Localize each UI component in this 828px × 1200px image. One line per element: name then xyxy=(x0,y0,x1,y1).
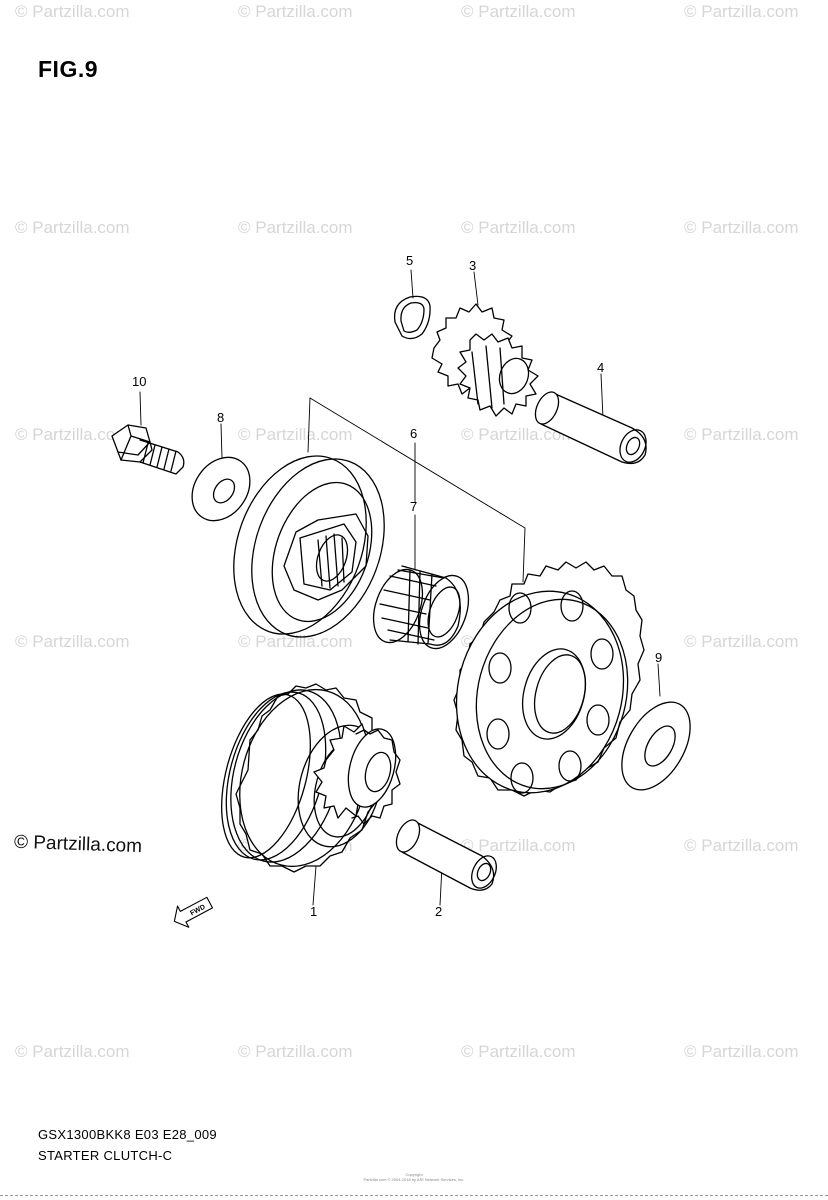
gear-holes xyxy=(486,590,614,794)
watermark: © Partzilla.com xyxy=(684,2,799,21)
callout-7: 7 xyxy=(410,499,418,514)
watermark: © Partzilla.com xyxy=(238,1042,353,1061)
watermark: © Partzilla.com xyxy=(684,218,799,237)
bolt-10 xyxy=(111,424,185,475)
watermark: © Partzilla.com xyxy=(15,218,130,237)
assembly-bracket xyxy=(307,397,526,583)
washer-8 xyxy=(191,456,251,522)
starter-clutch-housing xyxy=(233,455,385,638)
callout-1: 1 xyxy=(310,904,318,919)
watermark: © Partzilla.com xyxy=(461,1042,576,1061)
callout-3: 3 xyxy=(469,258,477,273)
watermark: © Partzilla.com xyxy=(238,2,353,21)
section-title: STARTER CLUTCH-C xyxy=(38,1148,173,1163)
watermark: © Partzilla.com xyxy=(15,632,130,651)
watermark: © Partzilla.com xyxy=(684,1042,799,1061)
watermark: © Partzilla.com xyxy=(15,2,130,21)
watermark: © Partzilla.com xyxy=(684,425,799,444)
copyright-line: Copyright xyxy=(405,1172,423,1177)
callout-8: 8 xyxy=(217,410,225,425)
starter-clutch-gear-1 xyxy=(221,683,401,873)
needle-bearing-7 xyxy=(372,565,470,650)
watermark: © Partzilla.com xyxy=(461,425,576,444)
watermark: © Partzilla.com xyxy=(238,632,353,651)
callout-4: 4 xyxy=(597,360,605,375)
copyright-line: Partzilla.com © 2004-2018 by ARI Network… xyxy=(363,1177,465,1182)
callout-2: 2 xyxy=(435,904,443,919)
callout-5: 5 xyxy=(406,253,414,268)
washer-9 xyxy=(621,701,691,791)
watermark: © Partzilla.com xyxy=(461,836,576,855)
watermark: © Partzilla.com xyxy=(15,425,130,444)
fwd-arrow-icon: FWD xyxy=(173,896,214,928)
shaft-2 xyxy=(395,819,497,891)
callout-6: 6 xyxy=(410,426,418,441)
driven-gear xyxy=(453,561,645,797)
figure-title: FIG.9 xyxy=(38,56,99,82)
model-code: GSX1300BKK8 E03 E28_009 xyxy=(38,1127,217,1142)
watermark: © Partzilla.com xyxy=(461,2,576,21)
watermark: © Partzilla.com xyxy=(684,836,799,855)
copyright-notice: Copyright Partzilla.com © 2004-2018 by A… xyxy=(0,1172,828,1182)
shaft-4 xyxy=(534,391,647,465)
watermark: © Partzilla.com xyxy=(684,632,799,651)
bottom-divider xyxy=(0,1195,828,1196)
watermark: © Partzilla.com xyxy=(15,1042,130,1061)
watermark: © Partzilla.com xyxy=(461,218,576,237)
leader-lines xyxy=(139,269,661,906)
clip-5 xyxy=(393,295,431,340)
idle-gear-3 xyxy=(431,303,539,417)
watermark: © Partzilla.com xyxy=(238,218,353,237)
callout-10: 10 xyxy=(132,374,147,389)
watermark: © Partzilla.com xyxy=(238,425,353,444)
callout-9: 9 xyxy=(655,650,663,665)
